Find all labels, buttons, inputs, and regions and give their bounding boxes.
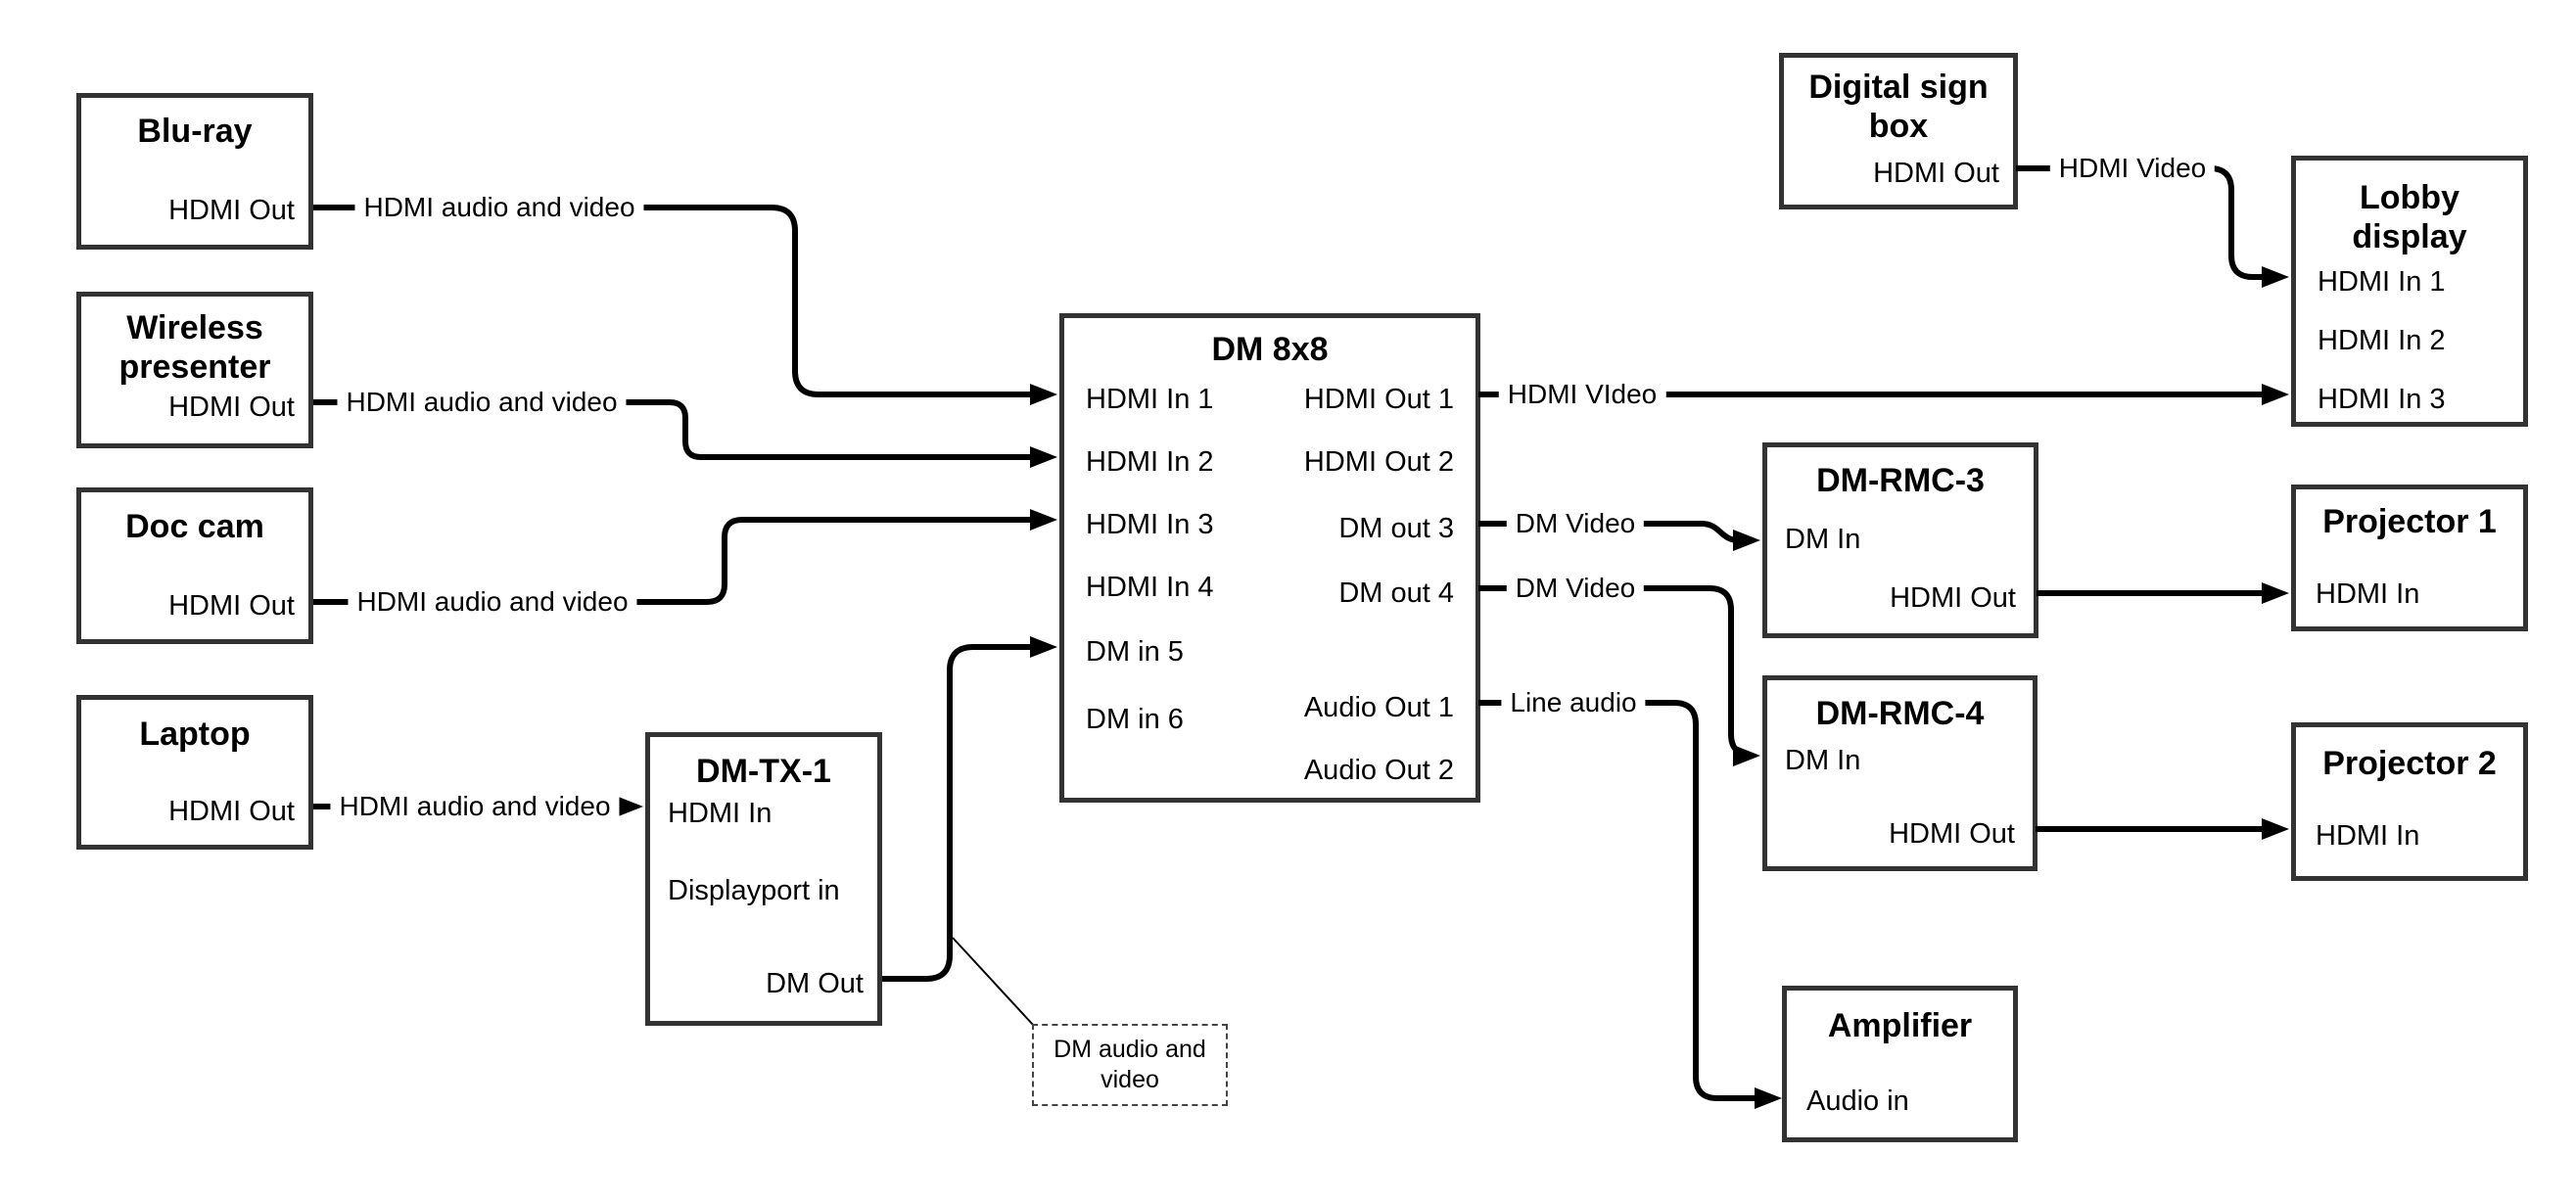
- port-dmrmc4-dm-in: DM In: [1785, 745, 1861, 776]
- box-dm-rmc-3-title: DM-RMC-3: [1816, 462, 1985, 499]
- box-laptop: Laptop HDMI Out: [76, 695, 313, 850]
- edge-dm8x8-audio-out-1-to-amplifier-audio-in: [1478, 700, 1774, 1101]
- arrowhead-dm8x8-hdmi-in-2: [1030, 446, 1057, 468]
- box-dm-rmc-4: DM-RMC-4 DM In HDMI Out: [1762, 675, 2037, 871]
- arrowhead-projector2-hdmi-in: [2262, 818, 2289, 840]
- port-dm8x8-dm-in-6: DM in 6: [1086, 704, 1184, 735]
- port-digitalsign-hdmi-out: HDMI Out: [1873, 158, 1999, 189]
- arrowhead-dmrmc3-dm-in: [1733, 530, 1760, 551]
- port-dm8x8-audio-out-1: Audio Out 1: [1303, 692, 1454, 723]
- port-lobby-hdmi-in-3: HDMI In 3: [2318, 384, 2446, 415]
- port-projector2-hdmi-in: HDMI In: [2316, 820, 2420, 852]
- port-dmtx1-dm-out: DM Out: [766, 968, 864, 999]
- arrowhead-lobby-hdmi-in-3: [2262, 384, 2289, 405]
- arrowhead-dmrmc4-dm-in: [1733, 745, 1760, 766]
- arrowhead-lobby-hdmi-in-1: [2262, 266, 2289, 288]
- port-dm8x8-hdmi-out-2: HDMI Out 2: [1303, 446, 1454, 478]
- port-wireless-hdmi-out: HDMI Out: [168, 392, 295, 423]
- box-dm-rmc-3: DM-RMC-3 DM In HDMI Out: [1762, 442, 2038, 638]
- edge-label-digital-sign-line: HDMI Video: [2049, 152, 2216, 185]
- port-lobby-hdmi-in-2: HDMI In 2: [2318, 325, 2446, 356]
- port-dmtx1-hdmi-in: HDMI In: [668, 798, 773, 829]
- port-dm8x8-dm-out-3: DM out 3: [1338, 513, 1454, 544]
- port-dm8x8-hdmi-in-2: HDMI In 2: [1086, 446, 1214, 478]
- edge-label-audio-out-1-line: Line audio: [1501, 686, 1646, 719]
- box-wireless-presenter: Wireless presenter HDMI Out: [76, 292, 313, 448]
- box-dm-8x8: DM 8x8 HDMI In 1 HDMI In 2 HDMI In 3 HDM…: [1059, 313, 1480, 803]
- box-amplifier-title: Amplifier: [1827, 1007, 1973, 1044]
- box-dm-8x8-title: DM 8x8: [1211, 331, 1329, 368]
- port-dmrmc3-hdmi-out: HDMI Out: [1890, 582, 2016, 614]
- box-dm-tx-1: DM-TX-1 HDMI In Displayport in DM Out: [645, 732, 882, 1026]
- arrowhead-projector1-hdmi-in: [2262, 582, 2289, 604]
- port-dm8x8-dm-out-4: DM out 4: [1338, 577, 1454, 609]
- port-bluray-hdmi-out: HDMI Out: [168, 195, 295, 226]
- box-lobby-display: Lobby display HDMI In 1 HDMI In 2 HDMI I…: [2291, 156, 2528, 427]
- edge-label-dm-out-3-line: DM Video: [1506, 507, 1645, 540]
- edge-label-laptop-line: HDMI audio and video: [330, 790, 620, 823]
- port-dm8x8-hdmi-out-1: HDMI Out 1: [1303, 384, 1454, 415]
- box-doc-cam: Doc cam HDMI Out: [76, 487, 313, 644]
- box-bluray-title: Blu-ray: [137, 113, 253, 150]
- port-dm8x8-dm-in-5: DM in 5: [1086, 636, 1184, 668]
- arrowhead-dm8x8-hdmi-in-3: [1030, 509, 1057, 531]
- edge-dmtx1-to-dm8x8-dm-in-5: [882, 644, 1050, 982]
- box-doc-cam-title: Doc cam: [125, 508, 264, 545]
- box-digital-sign-title: Digital sign box: [1808, 69, 1989, 145]
- port-lobby-hdmi-in-1: HDMI In 1: [2318, 266, 2446, 298]
- edge-label-bluray-line: HDMI audio and video: [354, 191, 644, 224]
- edge-label-doccam-line: HDMI audio and video: [348, 585, 637, 619]
- port-projector1-hdmi-in: HDMI In: [2316, 578, 2420, 610]
- port-laptop-hdmi-out: HDMI Out: [168, 796, 295, 827]
- callout-line-dm-audio-video: [952, 937, 1035, 1027]
- arrowhead-amplifier-audio-in: [1755, 1087, 1782, 1109]
- box-digital-sign: Digital sign box HDMI Out: [1779, 53, 2018, 209]
- port-amplifier-audio-in: Audio in: [1806, 1086, 1909, 1117]
- edge-bluray-to-dm8x8-hdmi-in-1: [313, 205, 1050, 397]
- edge-label-wireless-line: HDMI audio and video: [337, 386, 627, 419]
- box-bluray: Blu-ray HDMI Out: [76, 93, 313, 250]
- arrowhead-dmtx1-hdmi-in: [616, 796, 643, 817]
- box-projector-1-title: Projector 1: [2322, 503, 2497, 540]
- box-wireless-presenter-title: Wireless presenter: [118, 309, 271, 386]
- annotation-dm-audio-video: DM audio and video: [1032, 1024, 1228, 1106]
- port-dmtx1-displayport-in: Displayport in: [668, 875, 840, 906]
- port-dmrmc4-hdmi-out: HDMI Out: [1889, 818, 2015, 850]
- arrowhead-dm8x8-hdmi-in-1: [1030, 384, 1057, 405]
- box-projector-2: Projector 2 HDMI In: [2291, 722, 2528, 881]
- port-doccam-hdmi-out: HDMI Out: [168, 590, 295, 622]
- box-dm-rmc-4-title: DM-RMC-4: [1815, 695, 1985, 732]
- edge-label-hdmi-out-1-line: HDMI VIdeo: [1498, 378, 1666, 411]
- port-dm8x8-hdmi-in-1: HDMI In 1: [1086, 384, 1214, 415]
- box-laptop-title: Laptop: [139, 716, 251, 753]
- box-lobby-display-title: Lobby display: [2352, 179, 2467, 255]
- port-dm8x8-hdmi-in-4: HDMI In 4: [1086, 572, 1214, 603]
- port-dm8x8-hdmi-in-3: HDMI In 3: [1086, 509, 1214, 540]
- edge-dm8x8-dm-out-4-to-dmrmc4-dm-in: [1478, 585, 1754, 759]
- box-amplifier: Amplifier Audio in: [1782, 986, 2018, 1142]
- box-dm-tx-1-title: DM-TX-1: [696, 753, 831, 790]
- arrowhead-dm8x8-dm-in-5: [1030, 636, 1057, 658]
- edge-label-dm-out-4-line: DM Video: [1506, 572, 1645, 605]
- box-projector-1: Projector 1 HDMI In: [2291, 485, 2528, 631]
- port-dmrmc3-dm-in: DM In: [1785, 524, 1861, 555]
- port-dm8x8-audio-out-2: Audio Out 2: [1303, 755, 1454, 786]
- box-projector-2-title: Projector 2: [2322, 745, 2497, 782]
